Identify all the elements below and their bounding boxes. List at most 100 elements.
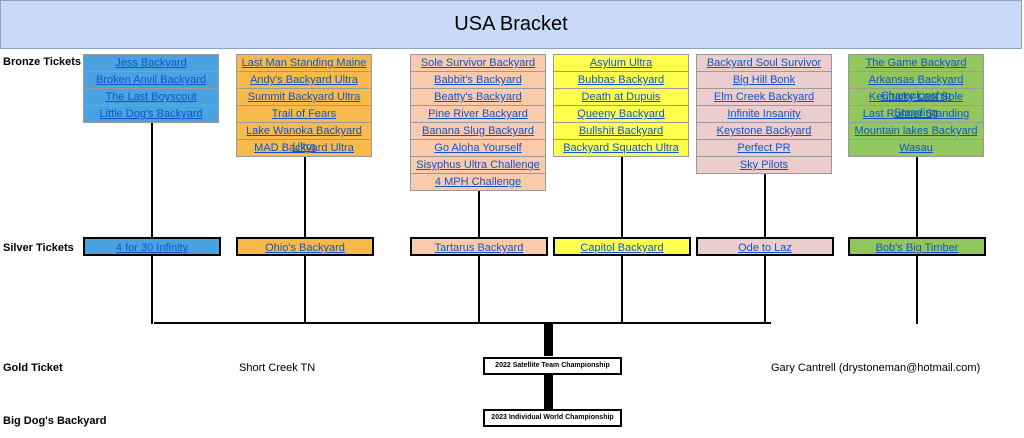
bronze-race-link[interactable]: The Game Backyard (865, 57, 967, 69)
bronze-race-link[interactable]: Beatty's Backyard (434, 91, 522, 103)
connector-silver-to-gold (151, 256, 153, 324)
bronze-race-link[interactable]: Sole Survivor Backyard (420, 57, 536, 69)
bronze-race-cell: Asylum Ultra (553, 54, 689, 72)
bronze-race-cell: Bubbas Backyard (553, 72, 689, 89)
bronze-race-link[interactable]: Go Aloha Yourself (434, 142, 522, 154)
connector-bronze-to-silver (621, 157, 623, 237)
bronze-race-link[interactable]: Backyard Soul Survivor (706, 57, 822, 69)
bronze-race-link[interactable]: Death at Dupuis (581, 91, 661, 103)
bronze-race-link[interactable]: Banana Slug Backyard (422, 125, 534, 137)
bronze-race-link[interactable]: Summit Backyard Ultra (247, 91, 361, 103)
silver-race-link[interactable]: 4 for 30 Infinity (115, 242, 189, 254)
bronze-race-link[interactable]: Backyard Squatch Ultra (563, 142, 679, 154)
connector-bronze-to-silver (764, 174, 766, 237)
bronze-race-cell: Big Hill Bonk (696, 72, 832, 89)
connector-silver-to-gold (764, 256, 766, 324)
bronze-race-link[interactable]: Elm Creek Backyard (713, 91, 815, 103)
bronze-race-cell: Keystone Backyard (696, 123, 832, 140)
bronze-race-link[interactable]: Last Man Standing Maine (241, 57, 367, 69)
bronze-race-cell: Beatty's Backyard (410, 89, 546, 106)
bronze-race-cell: Backyard Soul Survivor (696, 54, 832, 72)
bracket-title: USA Bracket (0, 0, 1022, 49)
bronze-race-link[interactable]: Andy's Backyard Ultra (250, 74, 358, 86)
bronze-race-cell: Last Man Standing Maine (236, 54, 372, 72)
bronze-race-link[interactable]: Last Runner Standing (862, 108, 970, 120)
bronze-race-cell: Perfect PR (696, 140, 832, 157)
silver-race-link[interactable]: Capitol Backyard (580, 242, 664, 254)
connector-bronze-to-silver (478, 191, 480, 237)
connector-bronze-to-silver (916, 157, 918, 237)
bronze-race-cell: Lake Wanoka Backyard Ultra (236, 123, 372, 153)
bronze-race-cell: Little Dog's Backyard (83, 106, 219, 123)
silver-race-link[interactable]: Ode to Laz (738, 242, 792, 254)
individual-world-championship-box: 2023 Individual World Championship (483, 409, 622, 427)
bronze-race-link[interactable]: Bullshit Backyard (578, 125, 664, 137)
bronze-race-link[interactable]: Bubbas Backyard (577, 74, 665, 86)
bronze-race-cell: Pine River Backyard (410, 106, 546, 123)
silver-tickets-label: Silver Tickets (3, 242, 74, 254)
bronze-race-cell: Trail of Fears (236, 106, 372, 123)
bronze-race-cell: Elm Creek Backyard (696, 89, 832, 106)
bronze-race-cell: Arkansas Backyard Championship (848, 72, 984, 102)
bronze-race-link[interactable]: Perfect PR (737, 142, 791, 154)
bronze-race-cell: Kentucky Last Sole Standing (848, 89, 984, 119)
bronze-race-link[interactable]: The Last Boyscout (105, 91, 197, 103)
bronze-race-link[interactable]: Babbit's Backyard (434, 74, 522, 86)
bronze-race-link[interactable]: MAD Backyard Ultra (254, 142, 354, 154)
bronze-race-cell: Summit Backyard Ultra (236, 89, 372, 106)
bronze-race-link[interactable]: 4 MPH Challenge (434, 176, 522, 188)
bronze-race-cell: Sisyphus Ultra Challenge (410, 157, 546, 174)
bronze-race-link[interactable]: Little Dog's Backyard (99, 108, 203, 120)
bronze-race-link[interactable]: Queeny Backyard (577, 108, 665, 120)
silver-race-link[interactable]: Bob's Big Timber (875, 242, 959, 254)
silver-race-link[interactable]: Ohio's Backyard (265, 242, 345, 254)
satellite-team-championship-box: 2022 Satellite Team Championship (483, 357, 622, 375)
bronze-race-link[interactable]: Big Hill Bonk (732, 74, 796, 86)
connector-trunk (544, 324, 553, 356)
bronze-race-link[interactable]: Pine River Backyard (428, 108, 528, 120)
bronze-race-cell: Sky Pilots (696, 157, 832, 174)
bronze-race-cell: Banana Slug Backyard (410, 123, 546, 140)
silver-ticket-race: Ohio's Backyard (236, 237, 374, 256)
connector-silver-to-gold (916, 256, 918, 324)
bronze-race-link[interactable]: Keystone Backyard (716, 125, 812, 137)
bronze-race-link[interactable]: Sisyphus Ultra Challenge (416, 159, 540, 171)
silver-ticket-race: Ode to Laz (696, 237, 834, 256)
bronze-race-cell: Backyard Squatch Ultra (553, 140, 689, 157)
bronze-race-cell: Babbit's Backyard (410, 72, 546, 89)
bronze-race-cell: Queeny Backyard (553, 106, 689, 123)
bronze-race-cell: Death at Dupuis (553, 89, 689, 106)
connector-silver-to-gold (621, 256, 623, 324)
silver-race-link[interactable]: Tartarus Backyard (434, 242, 524, 254)
bronze-race-cell: The Last Boyscout (83, 89, 219, 106)
bronze-race-cell: Last Runner Standing (848, 106, 984, 123)
connector-horizontal (154, 322, 771, 324)
bronze-race-link[interactable]: Broken Anvil Backyard (95, 74, 207, 86)
bronze-race-cell: Sole Survivor Backyard (410, 54, 546, 72)
connector-silver-to-gold (304, 256, 306, 324)
bronze-race-cell: Wasau (848, 140, 984, 157)
bronze-race-link[interactable]: Trail of Fears (271, 108, 337, 120)
bronze-race-link[interactable]: Sky Pilots (739, 159, 789, 171)
connector-bronze-to-silver (304, 157, 306, 237)
bronze-race-link[interactable]: Wasau (899, 142, 933, 154)
bronze-race-cell: Infinite Insanity (696, 106, 832, 123)
connector-bronze-to-silver (151, 123, 153, 237)
gold-contact: Gary Cantrell (drystoneman@hotmail.com) (771, 362, 981, 374)
bronze-race-cell: MAD Backyard Ultra (236, 140, 372, 157)
bronze-race-link[interactable]: Infinite Insanity (727, 108, 801, 120)
bronze-race-cell: Mountain lakes Backyard (848, 123, 984, 140)
silver-ticket-race: Tartarus Backyard (410, 237, 548, 256)
bronze-race-link[interactable]: Mountain lakes Backyard (854, 125, 978, 137)
bronze-race-link[interactable]: Asylum Ultra (589, 57, 653, 69)
bronze-tickets-label: Bronze Tickets (3, 56, 82, 68)
silver-ticket-race: Bob's Big Timber (848, 237, 986, 256)
big-dogs-backyard-label: Big Dog's Backyard (3, 415, 107, 427)
connector-silver-to-gold (478, 256, 480, 324)
bronze-race-link[interactable]: Jess Backyard (115, 57, 187, 69)
bronze-race-cell: The Game Backyard (848, 54, 984, 72)
